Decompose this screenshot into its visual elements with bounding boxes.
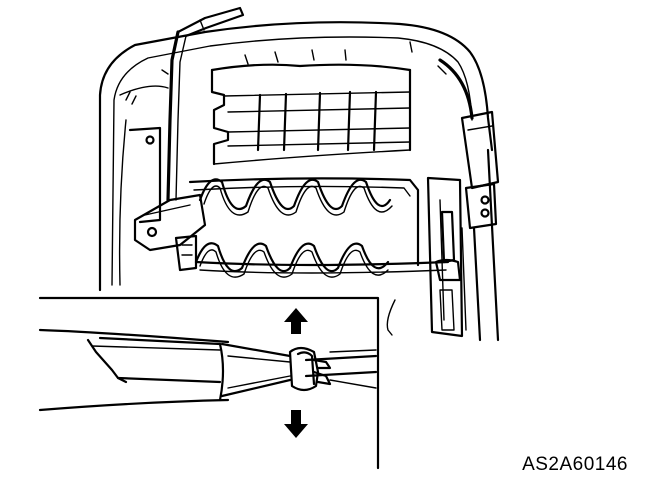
left-bracket — [128, 126, 207, 272]
cable-wire — [194, 260, 450, 274]
up-arrow-icon — [284, 308, 308, 334]
figure-reference-code: AS2A60146 — [522, 454, 628, 475]
inset-rod-detail — [38, 328, 378, 412]
upper-frame-bars — [119, 41, 447, 166]
seat-back-frame — [98, 21, 500, 342]
left-rod — [166, 6, 245, 202]
wire-clip — [288, 346, 332, 392]
right-bracket — [426, 58, 500, 342]
down-arrow-icon — [284, 410, 308, 438]
seat-springs — [188, 177, 420, 278]
